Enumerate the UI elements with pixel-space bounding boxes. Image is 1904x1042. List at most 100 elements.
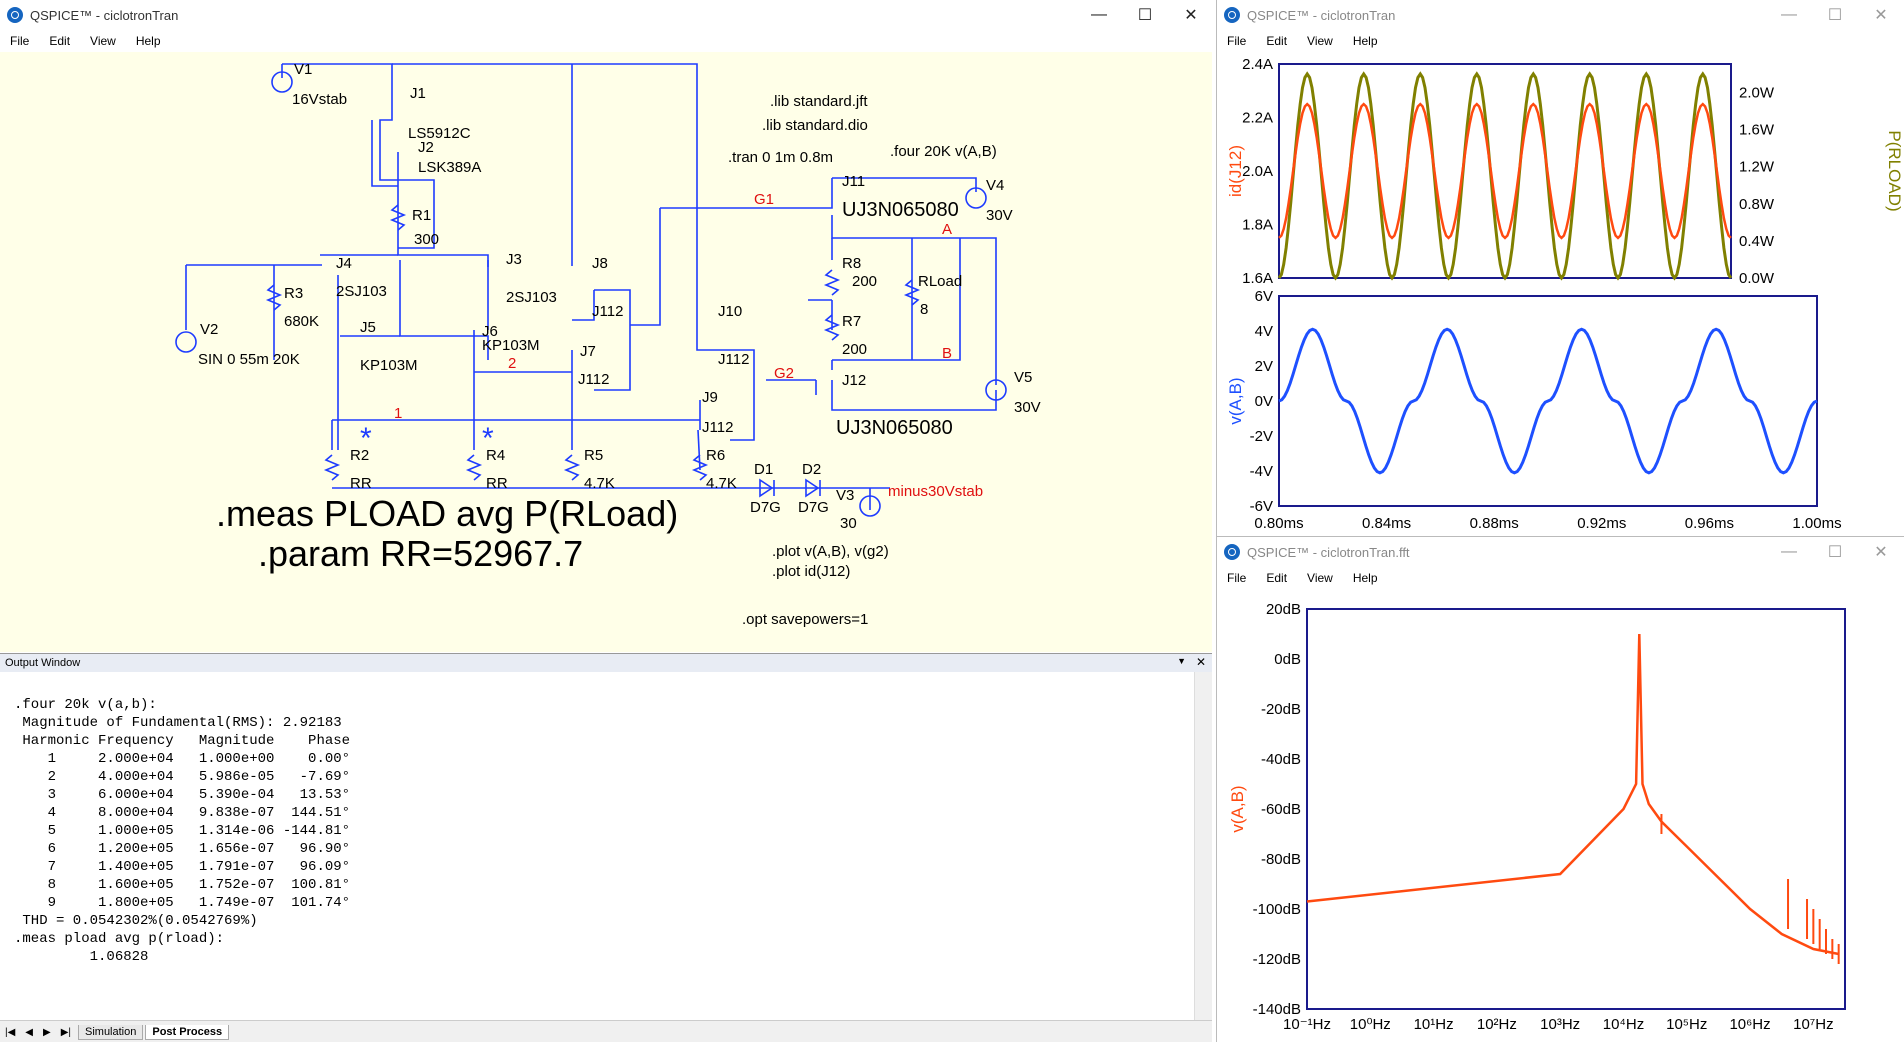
qspice-app-icon [1224, 544, 1240, 560]
menu-file[interactable]: File [1227, 571, 1247, 585]
menu-edit[interactable]: Edit [49, 34, 71, 48]
star-mark-1: * [360, 422, 372, 455]
next-tab-icon[interactable]: ▶ [43, 1026, 51, 1038]
fft-y-tick-label: -20dB [1261, 701, 1301, 718]
fft-x-tick-label: 10⁶Hz [1729, 1016, 1770, 1033]
menu-help[interactable]: Help [1352, 571, 1378, 585]
close-button[interactable]: ✕ [1874, 544, 1888, 561]
first-tab-icon[interactable]: |◀ [5, 1026, 16, 1038]
fft-y-tick-label: -80dB [1261, 851, 1301, 868]
label-J10-model: J112 [718, 351, 749, 368]
top-right-tick-label: 0.8W [1739, 196, 1775, 213]
fft-window-title: QSPICE™ - ciclotronTran.fft [1247, 544, 1410, 560]
menu-file[interactable]: File [10, 34, 30, 48]
top-right-tick-label: 2.0W [1739, 85, 1775, 102]
schematic-wires [175, 63, 1007, 517]
menu-file[interactable]: File [1227, 34, 1247, 48]
label-J3-model: 2SJ103 [506, 289, 557, 306]
label-J9: J9 [702, 389, 718, 406]
star-mark-2: * [482, 422, 494, 455]
top-plot: 2.4A2.2A2.0A1.8A1.6A2.0W1.6W1.2W0.8W0.4W… [1226, 56, 1904, 287]
label-R6: R6 [706, 447, 725, 464]
node-B: B [942, 345, 952, 362]
label-J1-model: LS5912C [408, 125, 471, 142]
schematic-titlebar[interactable]: QSPICE™ - ciclotronTran — ☐ ✕ [0, 0, 1214, 30]
label-V2: V2 [200, 321, 218, 338]
label-V2-val: SIN 0 55m 20K [198, 351, 300, 368]
schematic-canvas[interactable]: V1 16Vstab J1 LS5912C J2 LSK389A R1 300 … [0, 52, 1212, 652]
waveform-plots[interactable]: 2.4A2.2A2.0A1.8A1.6A2.0W1.6W1.2W0.8W0.4W… [1217, 52, 1904, 536]
label-J11: J11 [842, 173, 865, 190]
label-D2-model: D7G [798, 499, 829, 516]
bottom-y-tick-label: 6V [1255, 288, 1273, 305]
label-J2: J2 [418, 139, 434, 156]
last-tab-icon[interactable]: ▶| [60, 1026, 71, 1038]
label-R4: R4 [486, 447, 505, 464]
menu-edit[interactable]: Edit [1266, 34, 1288, 48]
bottom-x-tick-label: 1.00ms [1792, 515, 1841, 532]
node-1: 1 [394, 405, 402, 422]
menu-edit[interactable]: Edit [1266, 571, 1288, 585]
bottom-x-tick-label: 0.96ms [1685, 515, 1734, 532]
label-R1-val: 300 [414, 231, 439, 248]
minimize-button[interactable]: — [1781, 543, 1797, 560]
prev-tab-icon[interactable]: ◀ [25, 1026, 33, 1038]
fft-x-tick-label: 10⁴Hz [1603, 1016, 1644, 1033]
output-line: 1 2.000e+04 1.000e+00 0.00° [14, 751, 351, 767]
menu-help[interactable]: Help [135, 34, 161, 48]
menu-help[interactable]: Help [1352, 34, 1378, 48]
label-J9-model: J112 [702, 419, 733, 436]
maximize-button[interactable]: ☐ [1827, 7, 1843, 24]
directive-param: .param RR=52967.7 [258, 533, 583, 574]
top-right-tick-label: 0.4W [1739, 233, 1775, 250]
label-RLoad: RLoad [918, 273, 962, 290]
close-icon[interactable]: ✕ [1195, 655, 1206, 669]
label-V3-val: 30 [840, 515, 857, 532]
bottom-y-tick-label: -6V [1250, 498, 1273, 515]
minimize-button[interactable]: — [1091, 6, 1107, 23]
output-line: 6 1.200e+05 1.656e-07 96.90° [14, 841, 351, 857]
maximize-button[interactable]: ☐ [1137, 7, 1153, 24]
tab-post-process[interactable]: Post Process [145, 1024, 230, 1040]
directive-lib-dio: .lib standard.dio [762, 117, 868, 134]
waveform-titlebar[interactable]: QSPICE™ - ciclotronTran — ☐ ✕ [1217, 0, 1904, 30]
bottom-x-tick-label: 0.84ms [1362, 515, 1411, 532]
label-R3: R3 [284, 285, 303, 302]
output-text[interactable]: .four 20k v(a,b): Magnitude of Fundament… [14, 678, 1194, 1019]
node-labels: minus30Vstab G1 G2 A B 1 2 [394, 191, 983, 500]
big-directives: .meas PLOAD avg P(RLoad) .param RR=52967… [216, 493, 678, 574]
top-right-tick-label: 0.0W [1739, 270, 1775, 287]
menu-view[interactable]: View [1307, 34, 1333, 48]
output-line: 1.06828 [14, 949, 149, 965]
label-J5-model: KP103M [360, 357, 418, 374]
vertical-scrollbar[interactable] [1194, 672, 1212, 1021]
close-button[interactable]: ✕ [1184, 7, 1198, 24]
menu-bar: File Edit View Help [0, 30, 1214, 52]
output-line: Magnitude of Fundamental(RMS): 2.92183 [14, 715, 342, 731]
fft-x-tick-label: 10⁻¹Hz [1283, 1016, 1331, 1033]
maximize-button[interactable]: ☐ [1827, 544, 1843, 561]
label-RLoad-val: 8 [920, 301, 928, 318]
fft-plot[interactable]: 20dB0dB-20dB-40dB-60dB-80dB-100dB-120dB-… [1217, 589, 1904, 1042]
close-button[interactable]: ✕ [1874, 7, 1888, 24]
label-J8: J8 [592, 255, 608, 272]
schematic-window: QSPICE™ - ciclotronTran — ☐ ✕ File Edit … [0, 0, 1214, 1042]
menu-view[interactable]: View [1307, 571, 1333, 585]
fft-titlebar[interactable]: QSPICE™ - ciclotronTran.fft — ☐ ✕ [1217, 537, 1904, 567]
label-R3-val: 680K [284, 313, 319, 330]
fft-y-tick-label: 0dB [1274, 651, 1301, 668]
series-line-fft-v-ab [1306, 633, 1839, 956]
tab-simulation[interactable]: Simulation [78, 1024, 144, 1040]
menu-view[interactable]: View [90, 34, 116, 48]
directive-plot1: .plot v(A,B), v(g2) [772, 543, 889, 560]
chevron-down-icon[interactable]: ▼ [1177, 656, 1186, 666]
minimize-button[interactable]: — [1781, 6, 1797, 23]
bottom-y-tick-label: -2V [1250, 428, 1273, 445]
label-J1: J1 [410, 85, 426, 102]
directives: .lib standard.jft .lib standard.dio .tra… [728, 93, 997, 628]
bottom-y-tick-label: 0V [1255, 393, 1273, 410]
label-J12-model: UJ3N065080 [836, 417, 953, 439]
fft-x-tick-label: 10⁰Hz [1350, 1016, 1391, 1033]
bottom-axis-label: v(A,B) [1226, 377, 1245, 424]
fft-x-tick-label: 10⁷Hz [1793, 1016, 1833, 1033]
